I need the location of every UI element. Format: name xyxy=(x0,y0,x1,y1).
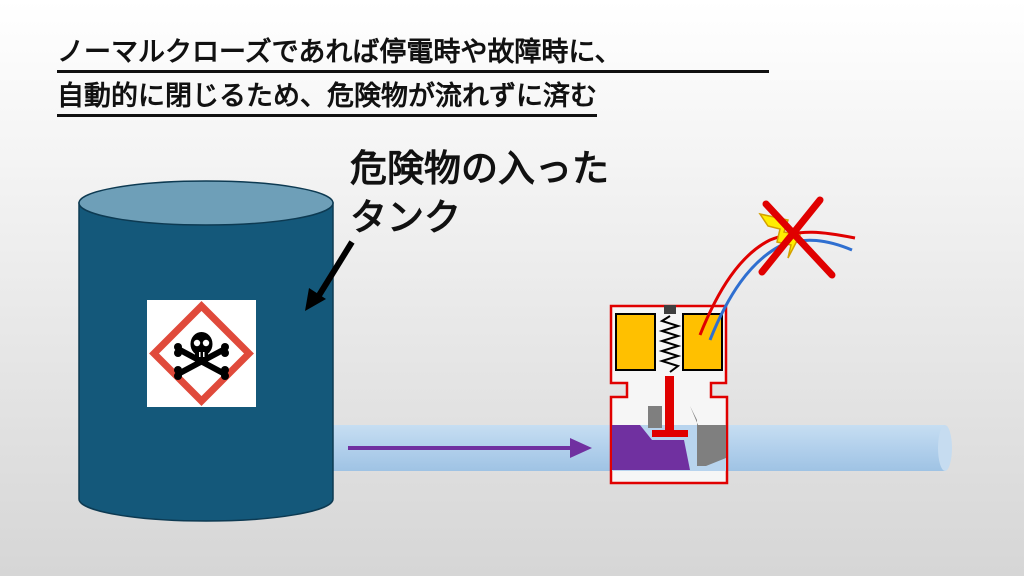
heading-line-2: 自動的に閉じるため、危険物が流れずに済む xyxy=(57,80,597,117)
spring xyxy=(658,315,682,373)
plunger-disc xyxy=(652,430,688,437)
valve-plug xyxy=(612,425,690,470)
power-wires xyxy=(698,230,856,341)
tank-pointer-arrow xyxy=(305,240,355,311)
red-x-icon xyxy=(758,196,836,279)
valve-seat-left xyxy=(648,406,662,428)
plunger-stem xyxy=(665,376,674,431)
flow-arrow xyxy=(348,438,592,458)
tank-label-line-1: 危険物の入った xyxy=(350,147,609,190)
hazard-label xyxy=(147,300,256,407)
valve-seat-right xyxy=(646,406,726,466)
coil-left xyxy=(615,313,656,371)
heading-line-1: ノーマルクローズであれば停電時や故障時に、 xyxy=(57,36,769,73)
skull-crossbones-icon xyxy=(174,332,229,380)
plunger-top xyxy=(664,305,676,314)
solenoid-valve xyxy=(609,304,729,485)
tank-label-line-2: タンク xyxy=(350,196,461,239)
